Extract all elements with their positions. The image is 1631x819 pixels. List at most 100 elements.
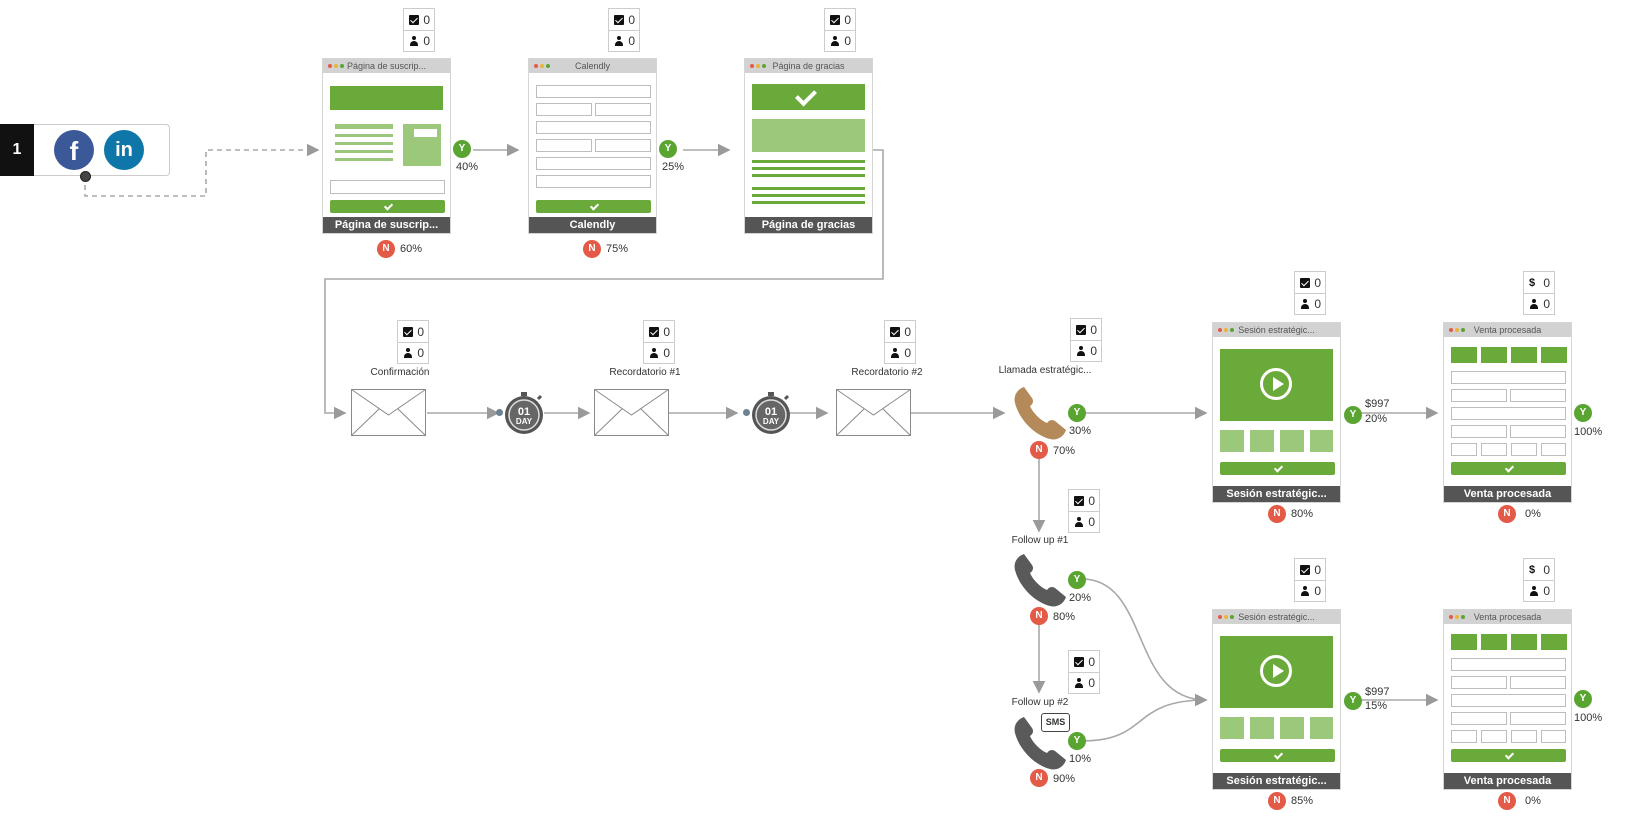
email-icon[interactable] <box>351 389 426 436</box>
dollar-icon: $ <box>1529 276 1536 289</box>
yes-badge[interactable]: Y <box>1344 406 1362 424</box>
user-icon <box>1300 299 1310 309</box>
play-icon <box>1260 368 1292 400</box>
stats-email2: 0 0 <box>643 320 675 364</box>
no-badge[interactable]: N <box>1268 505 1286 523</box>
user-icon <box>1076 346 1086 356</box>
checkbox-icon <box>1300 564 1310 575</box>
user-icon <box>1529 299 1539 309</box>
yes-badge[interactable]: Y <box>1344 692 1362 710</box>
checkbox-icon <box>409 14 419 25</box>
page-card-venta[interactable]: Venta procesada Venta procesada <box>1444 610 1571 789</box>
no-percent: 90% <box>1053 773 1076 785</box>
yes-percent: 30% <box>1069 425 1092 437</box>
no-percent: 60% <box>400 243 423 255</box>
checkbox-icon <box>1074 495 1084 506</box>
page-card-calendly[interactable]: Calendly Calendly <box>529 59 656 233</box>
stats-venta1: $0 0 <box>1523 271 1555 315</box>
discover-card-icon <box>1511 634 1537 650</box>
user-icon <box>1074 517 1084 527</box>
page-card-suscripcion[interactable]: Página de suscrip... Página de suscrip..… <box>323 59 450 233</box>
play-icon <box>1260 655 1292 687</box>
source-to-page1-dashed <box>84 143 320 197</box>
checkbox-icon <box>1076 324 1086 335</box>
no-badge[interactable]: N <box>1030 769 1048 787</box>
user-icon <box>1300 586 1310 596</box>
svg-text:DAY: DAY <box>763 417 780 426</box>
user-icon <box>614 36 624 46</box>
connector-handle[interactable] <box>80 171 91 182</box>
email-label: Recordatorio #2 <box>851 367 923 378</box>
yes-badge[interactable]: Y <box>1068 732 1086 750</box>
window-dots <box>1449 615 1465 619</box>
page-title: Página de gracias <box>745 217 872 233</box>
connector-dot[interactable] <box>743 409 750 416</box>
no-badge[interactable]: N <box>377 240 395 258</box>
amex-card-icon <box>1541 347 1567 363</box>
yes-percent: 20% <box>1365 413 1388 425</box>
page-title: Página de suscrip... <box>323 217 450 233</box>
window-dots <box>1449 328 1465 332</box>
email-icon[interactable] <box>836 389 911 436</box>
phone-icon[interactable] <box>1012 385 1068 441</box>
sms-bubble-icon: SMS <box>1041 713 1070 732</box>
stats-call3: 0 0 <box>1068 650 1100 694</box>
stats-sesion1: 0 0 <box>1294 271 1326 315</box>
checkbox-icon <box>1074 656 1084 667</box>
no-badge[interactable]: N <box>1030 607 1048 625</box>
facebook-icon: f <box>54 130 94 170</box>
no-badge[interactable]: N <box>1030 441 1048 459</box>
page-title: Calendly <box>529 217 656 233</box>
no-percent: 80% <box>1291 508 1314 520</box>
no-percent: 0% <box>1525 508 1541 520</box>
stats-page2: 0 0 <box>608 8 640 52</box>
no-percent: 80% <box>1053 611 1076 623</box>
yes-badge[interactable]: Y <box>1574 404 1592 422</box>
user-icon <box>409 36 419 46</box>
svg-text:01: 01 <box>765 406 777 418</box>
no-percent: 75% <box>606 243 629 255</box>
source-node[interactable]: 1 f in <box>0 124 170 182</box>
stats-page3: 0 0 <box>824 8 856 52</box>
yes-badge[interactable]: Y <box>453 140 471 158</box>
call-label: Llamada estratégic... <box>998 365 1092 376</box>
yes-percent: 100% <box>1574 712 1603 724</box>
no-badge[interactable]: N <box>1268 792 1286 810</box>
no-percent: 70% <box>1053 445 1076 457</box>
yes-badge[interactable]: Y <box>1574 690 1592 708</box>
no-badge[interactable]: N <box>583 240 601 258</box>
source-index: 1 <box>0 124 34 176</box>
page-card-sesion[interactable]: Sesión estratégic... Sesión estratégic..… <box>1213 610 1340 789</box>
no-badge[interactable]: N <box>1498 505 1516 523</box>
checkbox-icon <box>614 14 624 25</box>
yes-percent: 15% <box>1365 700 1388 712</box>
page-card-gracias[interactable]: Página de gracias Página de gracias <box>745 59 872 233</box>
window-dots <box>1218 615 1234 619</box>
yes-badge[interactable]: Y <box>1068 571 1086 589</box>
checkbox-icon <box>649 326 659 337</box>
yes-percent: 20% <box>1069 592 1092 604</box>
yes-percent: 10% <box>1069 753 1092 765</box>
window-dots <box>534 64 550 68</box>
svg-text:01: 01 <box>518 406 530 418</box>
page-card-venta[interactable]: Venta procesada Venta procesada <box>1444 323 1571 502</box>
yes-badge[interactable]: Y <box>659 140 677 158</box>
email-icon[interactable] <box>594 389 669 436</box>
discover-card-icon <box>1511 347 1537 363</box>
window-dots <box>750 64 766 68</box>
phone-icon[interactable] <box>1012 552 1068 608</box>
page-title: Sesión estratégic... <box>1213 486 1340 502</box>
stats-sesion2: 0 0 <box>1294 558 1326 602</box>
connector-dot[interactable] <box>496 409 503 416</box>
page-card-sesion[interactable]: Sesión estratégic... Sesión estratégic..… <box>1213 323 1340 502</box>
no-badge[interactable]: N <box>1498 792 1516 810</box>
yes-percent: 100% <box>1574 426 1603 438</box>
call-label: Follow up #2 <box>1011 697 1069 708</box>
window-dots <box>328 64 344 68</box>
phone-icon[interactable] <box>1012 715 1068 771</box>
visa-card-icon <box>1451 347 1477 363</box>
yes-badge[interactable]: Y <box>1068 404 1086 422</box>
